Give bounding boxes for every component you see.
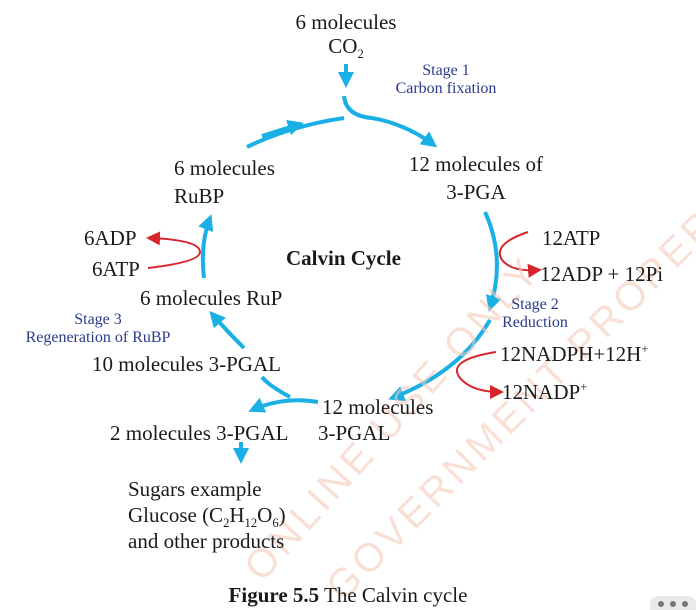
caption-label: Figure 5.5 bbox=[228, 583, 320, 607]
pga-line1: 12 molecules of bbox=[408, 152, 544, 176]
nadph-label: 12NADPH+12H+ bbox=[500, 342, 649, 366]
co2-label: 6 molecules CO2 bbox=[284, 10, 408, 62]
stage2-desc: Reduction bbox=[502, 314, 568, 331]
arrow-pga-to-reduction bbox=[483, 211, 502, 312]
cycle-top-dip bbox=[342, 95, 373, 120]
co2-text: CO bbox=[328, 34, 358, 58]
stage3-desc: Regeneration of RuBP bbox=[25, 329, 171, 346]
atp12-label: 12ATP bbox=[542, 226, 601, 250]
pgal12-line2: 3-PGAL bbox=[318, 421, 391, 445]
co2-subscript: 2 bbox=[357, 47, 364, 62]
atp-consumption-arrow bbox=[498, 231, 542, 278]
caption-text: The Calvin cycle bbox=[319, 583, 468, 607]
pgal10-label: 10 molecules 3-PGAL bbox=[92, 352, 281, 376]
rubp-label: 6 molecules RuBP bbox=[174, 156, 275, 208]
arrow-reduction-to-pgal bbox=[388, 318, 492, 402]
arrow-pgal-to-rup bbox=[209, 310, 246, 350]
adp12-label: 12ADP + 12Pi bbox=[540, 262, 664, 286]
pgal2-label: 2 molecules 3-PGAL bbox=[110, 421, 289, 445]
arrow-rup-to-rubp bbox=[198, 214, 214, 279]
rubp-line2: RuBP bbox=[174, 184, 225, 208]
nadph-consumption-arrow bbox=[456, 351, 504, 399]
co2-formula: CO2 bbox=[284, 34, 408, 62]
co2-line1: 6 molecules bbox=[295, 10, 397, 34]
rup-label: 6 molecules RuP bbox=[140, 286, 283, 310]
sugars-line1: Sugars example bbox=[128, 477, 262, 501]
figure-caption: Figure 5.5 The Calvin cycle bbox=[0, 583, 696, 608]
pga-line2: 3-PGA bbox=[446, 180, 506, 204]
stage2-label: Stage 2 Reduction bbox=[488, 296, 582, 332]
adp6-label: 6ADP bbox=[84, 226, 137, 250]
three-dots-icon[interactable] bbox=[650, 596, 696, 610]
arrow-to-10-pgal bbox=[260, 375, 291, 399]
arrow-top-mid bbox=[261, 119, 304, 138]
nadp-label: 12NADP+ bbox=[502, 380, 588, 404]
atp6-consumption-arrow bbox=[146, 231, 202, 269]
arrow-top-to-pga bbox=[371, 116, 438, 148]
center-title: Calvin Cycle bbox=[286, 246, 401, 270]
sugars-label: Sugars example Glucose (C2H12O6) and oth… bbox=[128, 476, 286, 554]
stage1-label: Stage 1 Carbon fixation bbox=[380, 62, 512, 98]
stage1-name: Stage 1 bbox=[422, 62, 470, 79]
stage1-desc: Carbon fixation bbox=[395, 80, 497, 97]
pga-label: 12 molecules of 3-PGA bbox=[396, 152, 556, 204]
stage3-name: Stage 3 bbox=[74, 311, 122, 328]
rubp-line1: 6 molecules bbox=[174, 156, 275, 180]
sugars-line3: and other products bbox=[128, 529, 285, 553]
pgal12-line1: 12 molecules bbox=[322, 395, 434, 419]
stage3-label: Stage 3 Regeneration of RuBP bbox=[12, 311, 184, 347]
atp6-label: 6ATP bbox=[92, 257, 140, 281]
pgal12-label: 12 molecules 3-PGAL bbox=[318, 395, 433, 445]
arrow-pgal-split bbox=[248, 397, 319, 413]
arrow-rubp-to-top bbox=[246, 116, 345, 149]
stage2-name: Stage 2 bbox=[511, 296, 559, 313]
glucose-formula: Glucose (C2H12O6) bbox=[128, 503, 286, 531]
